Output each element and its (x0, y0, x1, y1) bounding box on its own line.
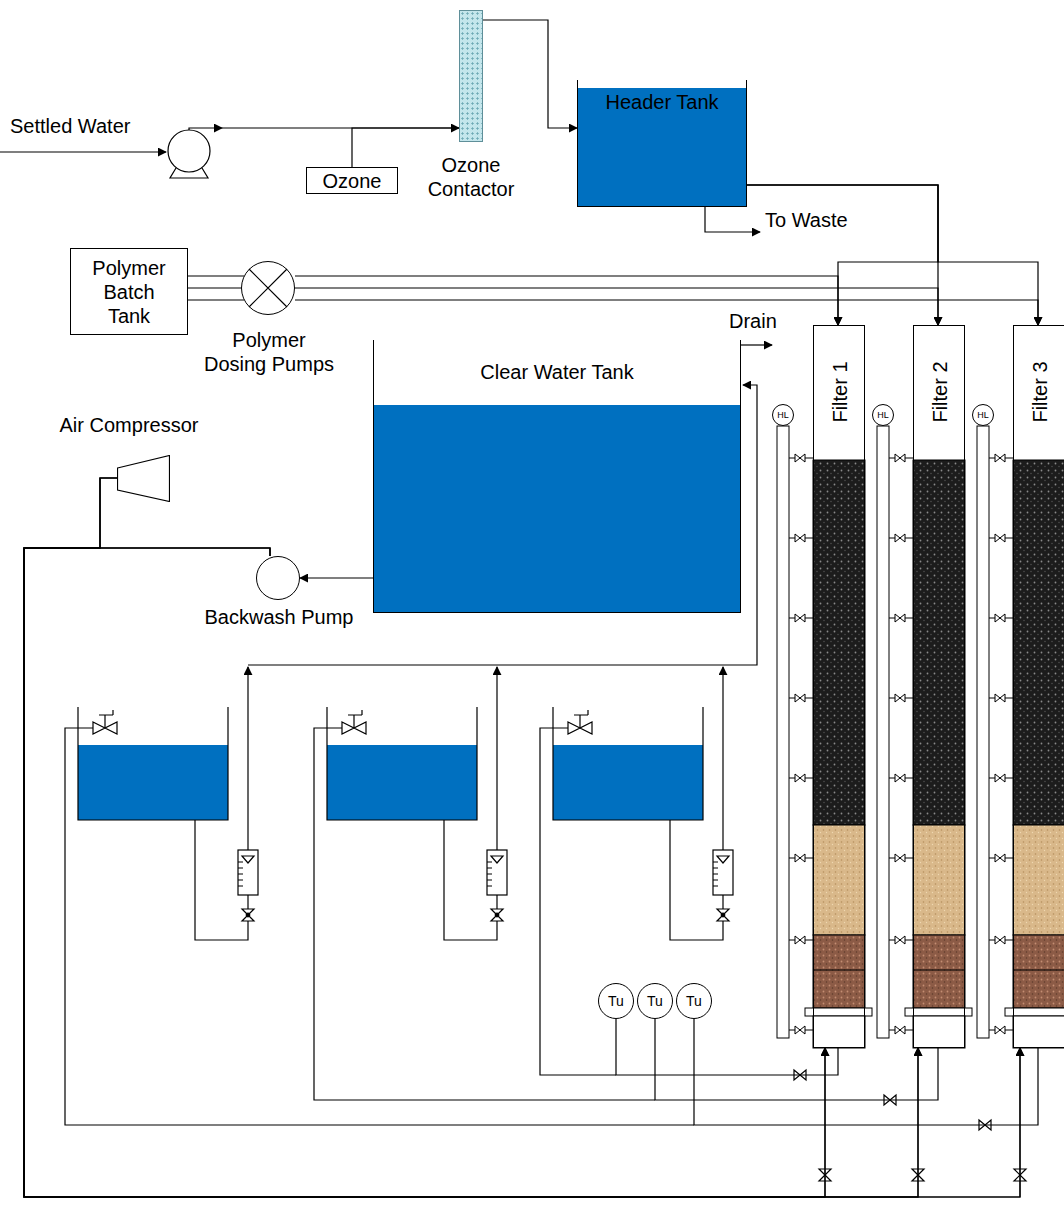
node-text: HL (877, 410, 889, 421)
polymer-dosing-pump: Polymer Dosing Pumps (241, 261, 295, 315)
node-text: Ozone Contactor (406, 153, 536, 201)
tank-inlet-pipe (314, 728, 655, 1100)
pipe-label: Drain (729, 309, 777, 333)
filter-column: Filter 1 (813, 325, 865, 1048)
pipe-connector (747, 185, 938, 325)
node-text: Polymer Dosing Pumps (201, 328, 337, 376)
pipe-label: Settled Water (10, 114, 130, 138)
node-text: Backwash Pump (189, 605, 369, 629)
pipe-connector (747, 185, 1038, 325)
head-loss-gauge: HL (772, 404, 794, 426)
turbidimeter: Tu (676, 983, 712, 1019)
pipe-connector (295, 300, 1038, 325)
label-anchor: Settled Water (10, 114, 130, 138)
pipe-label: To Waste (765, 208, 848, 232)
pump-base (170, 168, 208, 178)
pipework (0, 128, 1064, 1181)
constant-head-tank (553, 667, 733, 940)
drain-pipe (741, 344, 772, 345)
node-text: Polymer Batch Tank (82, 256, 176, 328)
header-tank: Header Tank (577, 80, 747, 207)
node-text: Filter 2 (928, 327, 952, 457)
settled-water-pipe (0, 151, 166, 152)
constant-head-tank (78, 667, 258, 940)
head-loss-gauge: HL (872, 404, 894, 426)
constant-head-tank (327, 667, 507, 940)
turbidimeter: Tu (598, 983, 634, 1019)
pipe-connector (188, 287, 241, 288)
backwash-pump: Backwash Pump (256, 556, 300, 600)
pipe-connector (655, 1019, 938, 1100)
turbidimeter: Tu (637, 983, 673, 1019)
waste-pipe (705, 207, 760, 232)
ozone-box: Ozone (306, 167, 398, 194)
filter-assembly (777, 426, 872, 1048)
pipe-connector (616, 1019, 838, 1075)
air-compressor: Air Compressor (117, 455, 170, 502)
filter-assembly (977, 426, 1064, 1048)
pipe-connector (747, 185, 938, 325)
node-text: Filter 3 (1028, 327, 1052, 457)
compressor-shape (117, 455, 170, 502)
filter-column: Filter 2 (913, 325, 965, 1048)
polymer-pipe (188, 276, 244, 300)
tank-inlet-pipe (65, 728, 694, 1125)
compressor-outline (118, 456, 170, 502)
clear-water-tank: Clear Water Tank (373, 340, 741, 613)
filter-assembly (877, 426, 972, 1048)
node-text: Clear Water Tank (480, 360, 633, 384)
pipe-connector (694, 1019, 1038, 1125)
filter-column: Filter 3 (1013, 325, 1064, 1048)
node-text: Tu (647, 993, 663, 1010)
node-text: Tu (686, 993, 702, 1010)
pipe-connector (483, 20, 577, 128)
pipe-connector (24, 548, 1020, 1197)
node-text: HL (977, 410, 989, 421)
node-text: Header Tank (605, 90, 718, 114)
head-loss-gauge: HL (972, 404, 994, 426)
feed-pump (168, 130, 210, 172)
ozone-contactor: Ozone Contactor (459, 10, 483, 142)
pipe-connector (295, 288, 938, 325)
feed-pipe (189, 128, 222, 130)
polymer-batch-tank: Polymer Batch Tank (70, 248, 188, 335)
node-text: Tu (608, 993, 624, 1010)
tank-inlet-pipe (540, 728, 616, 1075)
node-text: Ozone (323, 169, 382, 193)
label-anchor: Drain (729, 309, 777, 333)
pump-cross (249, 269, 287, 307)
node-text: Air Compressor (29, 413, 229, 437)
node-text: Filter 1 (828, 327, 852, 457)
node-text: HL (777, 410, 789, 421)
label-anchor: To Waste (765, 208, 848, 232)
pipe-connector (300, 577, 373, 578)
